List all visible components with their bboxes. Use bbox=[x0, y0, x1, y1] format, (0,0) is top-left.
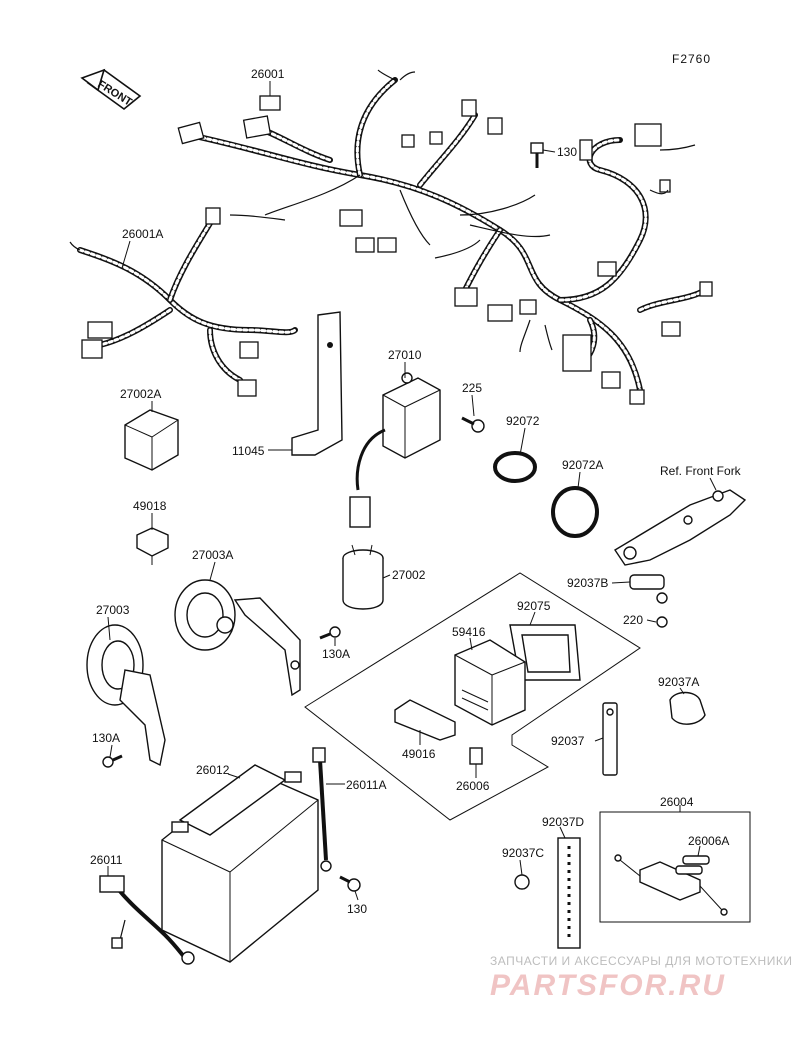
clip-92037C bbox=[514, 874, 530, 890]
fuse-26006A bbox=[675, 855, 710, 875]
label-92075: 92075 bbox=[517, 599, 551, 613]
kit-outline bbox=[304, 572, 641, 821]
bolt-130-bottom bbox=[339, 875, 361, 892]
label-27010: 27010 bbox=[388, 348, 422, 362]
watermark-tagline: ЗАПЧАСТИ И АКСЕССУАРЫ ДЛЯ МОТОТЕХНИКИ bbox=[490, 954, 792, 968]
label-49016: 49016 bbox=[402, 747, 436, 761]
battery-26012 bbox=[161, 764, 319, 963]
clamp-92072A bbox=[551, 486, 599, 538]
bolt-130A-mid bbox=[319, 626, 341, 640]
part-49018 bbox=[136, 527, 169, 565]
front-arrow: FRONT bbox=[80, 68, 142, 111]
bolt-130-top bbox=[530, 142, 544, 168]
label-26006: 26006 bbox=[456, 779, 490, 793]
label-130A-mid: 130A bbox=[322, 647, 350, 661]
label-92037B: 92037B bbox=[567, 576, 608, 590]
label-92072: 92072 bbox=[506, 414, 540, 428]
front-fork-bracket bbox=[614, 489, 747, 628]
clamp-92072 bbox=[493, 451, 537, 483]
cable-26011A bbox=[312, 747, 332, 872]
bolt-130A-left bbox=[102, 754, 123, 768]
clamp-92037A bbox=[669, 691, 706, 725]
label-92072A: 92072A bbox=[562, 458, 603, 472]
label-26012: 26012 bbox=[196, 763, 230, 777]
cable-26011 bbox=[99, 875, 195, 965]
label-26006A: 26006A bbox=[688, 834, 729, 848]
main-wiring-harness bbox=[177, 69, 713, 405]
fuse-26006 bbox=[469, 747, 483, 765]
label-59416: 59416 bbox=[452, 625, 486, 639]
label-220: 220 bbox=[623, 613, 643, 627]
label-49018: 49018 bbox=[133, 499, 167, 513]
label-27003A: 27003A bbox=[192, 548, 233, 562]
horn-27003A bbox=[174, 579, 301, 697]
figure-code: F2760 bbox=[672, 52, 711, 66]
label-92037: 92037 bbox=[551, 734, 585, 748]
label-27002: 27002 bbox=[392, 568, 426, 582]
condenser-27002 bbox=[342, 544, 384, 610]
label-27002A: 27002A bbox=[120, 387, 161, 401]
label-225: 225 bbox=[462, 381, 482, 395]
label-11045: 11045 bbox=[232, 444, 265, 458]
strap-92037D bbox=[557, 837, 581, 949]
rubber-92075 bbox=[509, 624, 581, 681]
ic-igniter-27010 bbox=[349, 372, 441, 528]
label-130A-left: 130A bbox=[92, 731, 120, 745]
label-92037D: 92037D bbox=[542, 815, 584, 829]
horn-27003 bbox=[86, 624, 166, 767]
label-26001: 26001 bbox=[251, 67, 285, 81]
label-ref-front-fork: Ref. Front Fork bbox=[660, 464, 742, 478]
sub-wiring-harness bbox=[69, 207, 298, 397]
label-26004: 26004 bbox=[660, 795, 694, 809]
label-26011A: 26011A bbox=[346, 778, 386, 792]
label-92037A: 92037A bbox=[658, 675, 699, 689]
relay-27002A bbox=[124, 409, 179, 471]
label-26001A: 26001A bbox=[122, 227, 163, 241]
label-130-bottom: 130 bbox=[347, 902, 367, 916]
bracket-49016 bbox=[394, 699, 456, 741]
watermark-logo: PARTSFOR.RU bbox=[490, 969, 726, 1002]
label-27003: 27003 bbox=[96, 603, 130, 617]
label-130-top: 130 bbox=[557, 145, 577, 159]
bracket-11045 bbox=[291, 311, 343, 456]
leader-lines bbox=[107, 81, 717, 901]
screw-225 bbox=[461, 416, 485, 433]
label-26011: 26011 bbox=[90, 853, 123, 867]
fuse-box-59416 bbox=[454, 639, 526, 726]
fuse-holder-26004 bbox=[614, 854, 728, 916]
label-92037C: 92037C bbox=[502, 846, 544, 860]
fuse-kit-26004-box bbox=[599, 811, 751, 923]
band-92037 bbox=[602, 702, 618, 776]
